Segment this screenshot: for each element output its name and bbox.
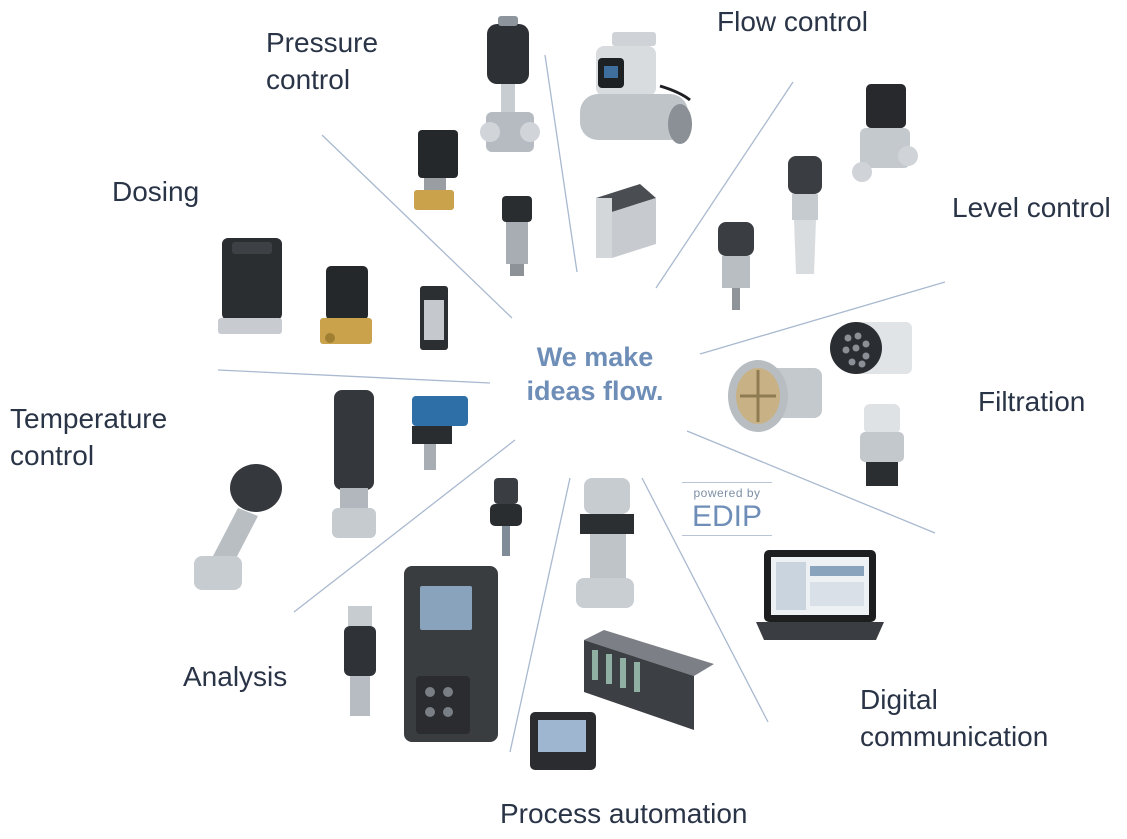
temperature-actuator-icon [332, 390, 376, 538]
spoke-filtration [686, 430, 936, 534]
multichannel-controller-icon [404, 566, 498, 742]
dosing-solenoid-valve-icon [320, 266, 372, 344]
slogan-line-1: We make [536, 342, 654, 372]
spoke-flow-right [655, 81, 794, 289]
edip-powered-by: powered by [693, 486, 761, 500]
spoke-process [509, 477, 571, 753]
flowmeter-icon [580, 32, 692, 144]
process-valve-icon [576, 478, 634, 608]
spoke-temperature [217, 369, 491, 384]
dosing-pump-module-icon [420, 286, 448, 350]
slogan-line-2: ideas flow. [526, 376, 664, 406]
label-analysis: Analysis [183, 661, 288, 692]
laptop-icon [756, 550, 884, 640]
label-level-control: Level control [952, 192, 1111, 223]
label-filtration: Filtration [978, 386, 1086, 417]
hollow-fiber-module-icon [830, 322, 912, 374]
level-switch-icon [788, 156, 822, 274]
flow-cell-sensor-icon [344, 606, 376, 716]
edip-top-rule [682, 482, 772, 483]
dosing-actuator-icon [218, 238, 282, 334]
vibration-level-sensor-icon [718, 222, 754, 310]
spoke-pressure [321, 134, 513, 319]
solenoid-valve-small-icon [414, 130, 458, 210]
label-pressure-control: Pressure control [266, 27, 379, 95]
pressure-sensor-icon [502, 196, 532, 276]
label-dosing: Dosing [112, 176, 200, 207]
diaphragm-valve-icon [860, 404, 904, 486]
temperature-transmitter-icon [412, 396, 468, 470]
process-controller-display-icon [530, 712, 596, 770]
label-process-automation: Process automation [500, 798, 748, 829]
edip-bottom-rule [682, 535, 772, 536]
mass-flow-controller-icon [596, 184, 656, 258]
filter-cartridge-icon [728, 360, 822, 432]
analysis-sensor-icon [490, 478, 522, 556]
edip-badge: powered by EDIP [682, 482, 772, 536]
pressure-valve-icon [480, 16, 540, 152]
spoke-flow-left [544, 54, 578, 273]
label-digital-communication: Digital communication [860, 684, 1049, 752]
remote-io-system-icon [584, 630, 714, 730]
center-slogan: We make ideas flow. [515, 340, 675, 408]
solenoid-valve-large-icon [852, 84, 918, 182]
label-flow-control: Flow control [717, 6, 868, 37]
label-temperature-control: Temperature control [10, 403, 168, 471]
spoke-analysis [293, 439, 516, 613]
spoke-digital [641, 477, 769, 723]
angle-seat-valve-icon [194, 464, 282, 590]
edip-logo-text: EDIP [691, 500, 763, 533]
spoke-level [699, 281, 946, 355]
